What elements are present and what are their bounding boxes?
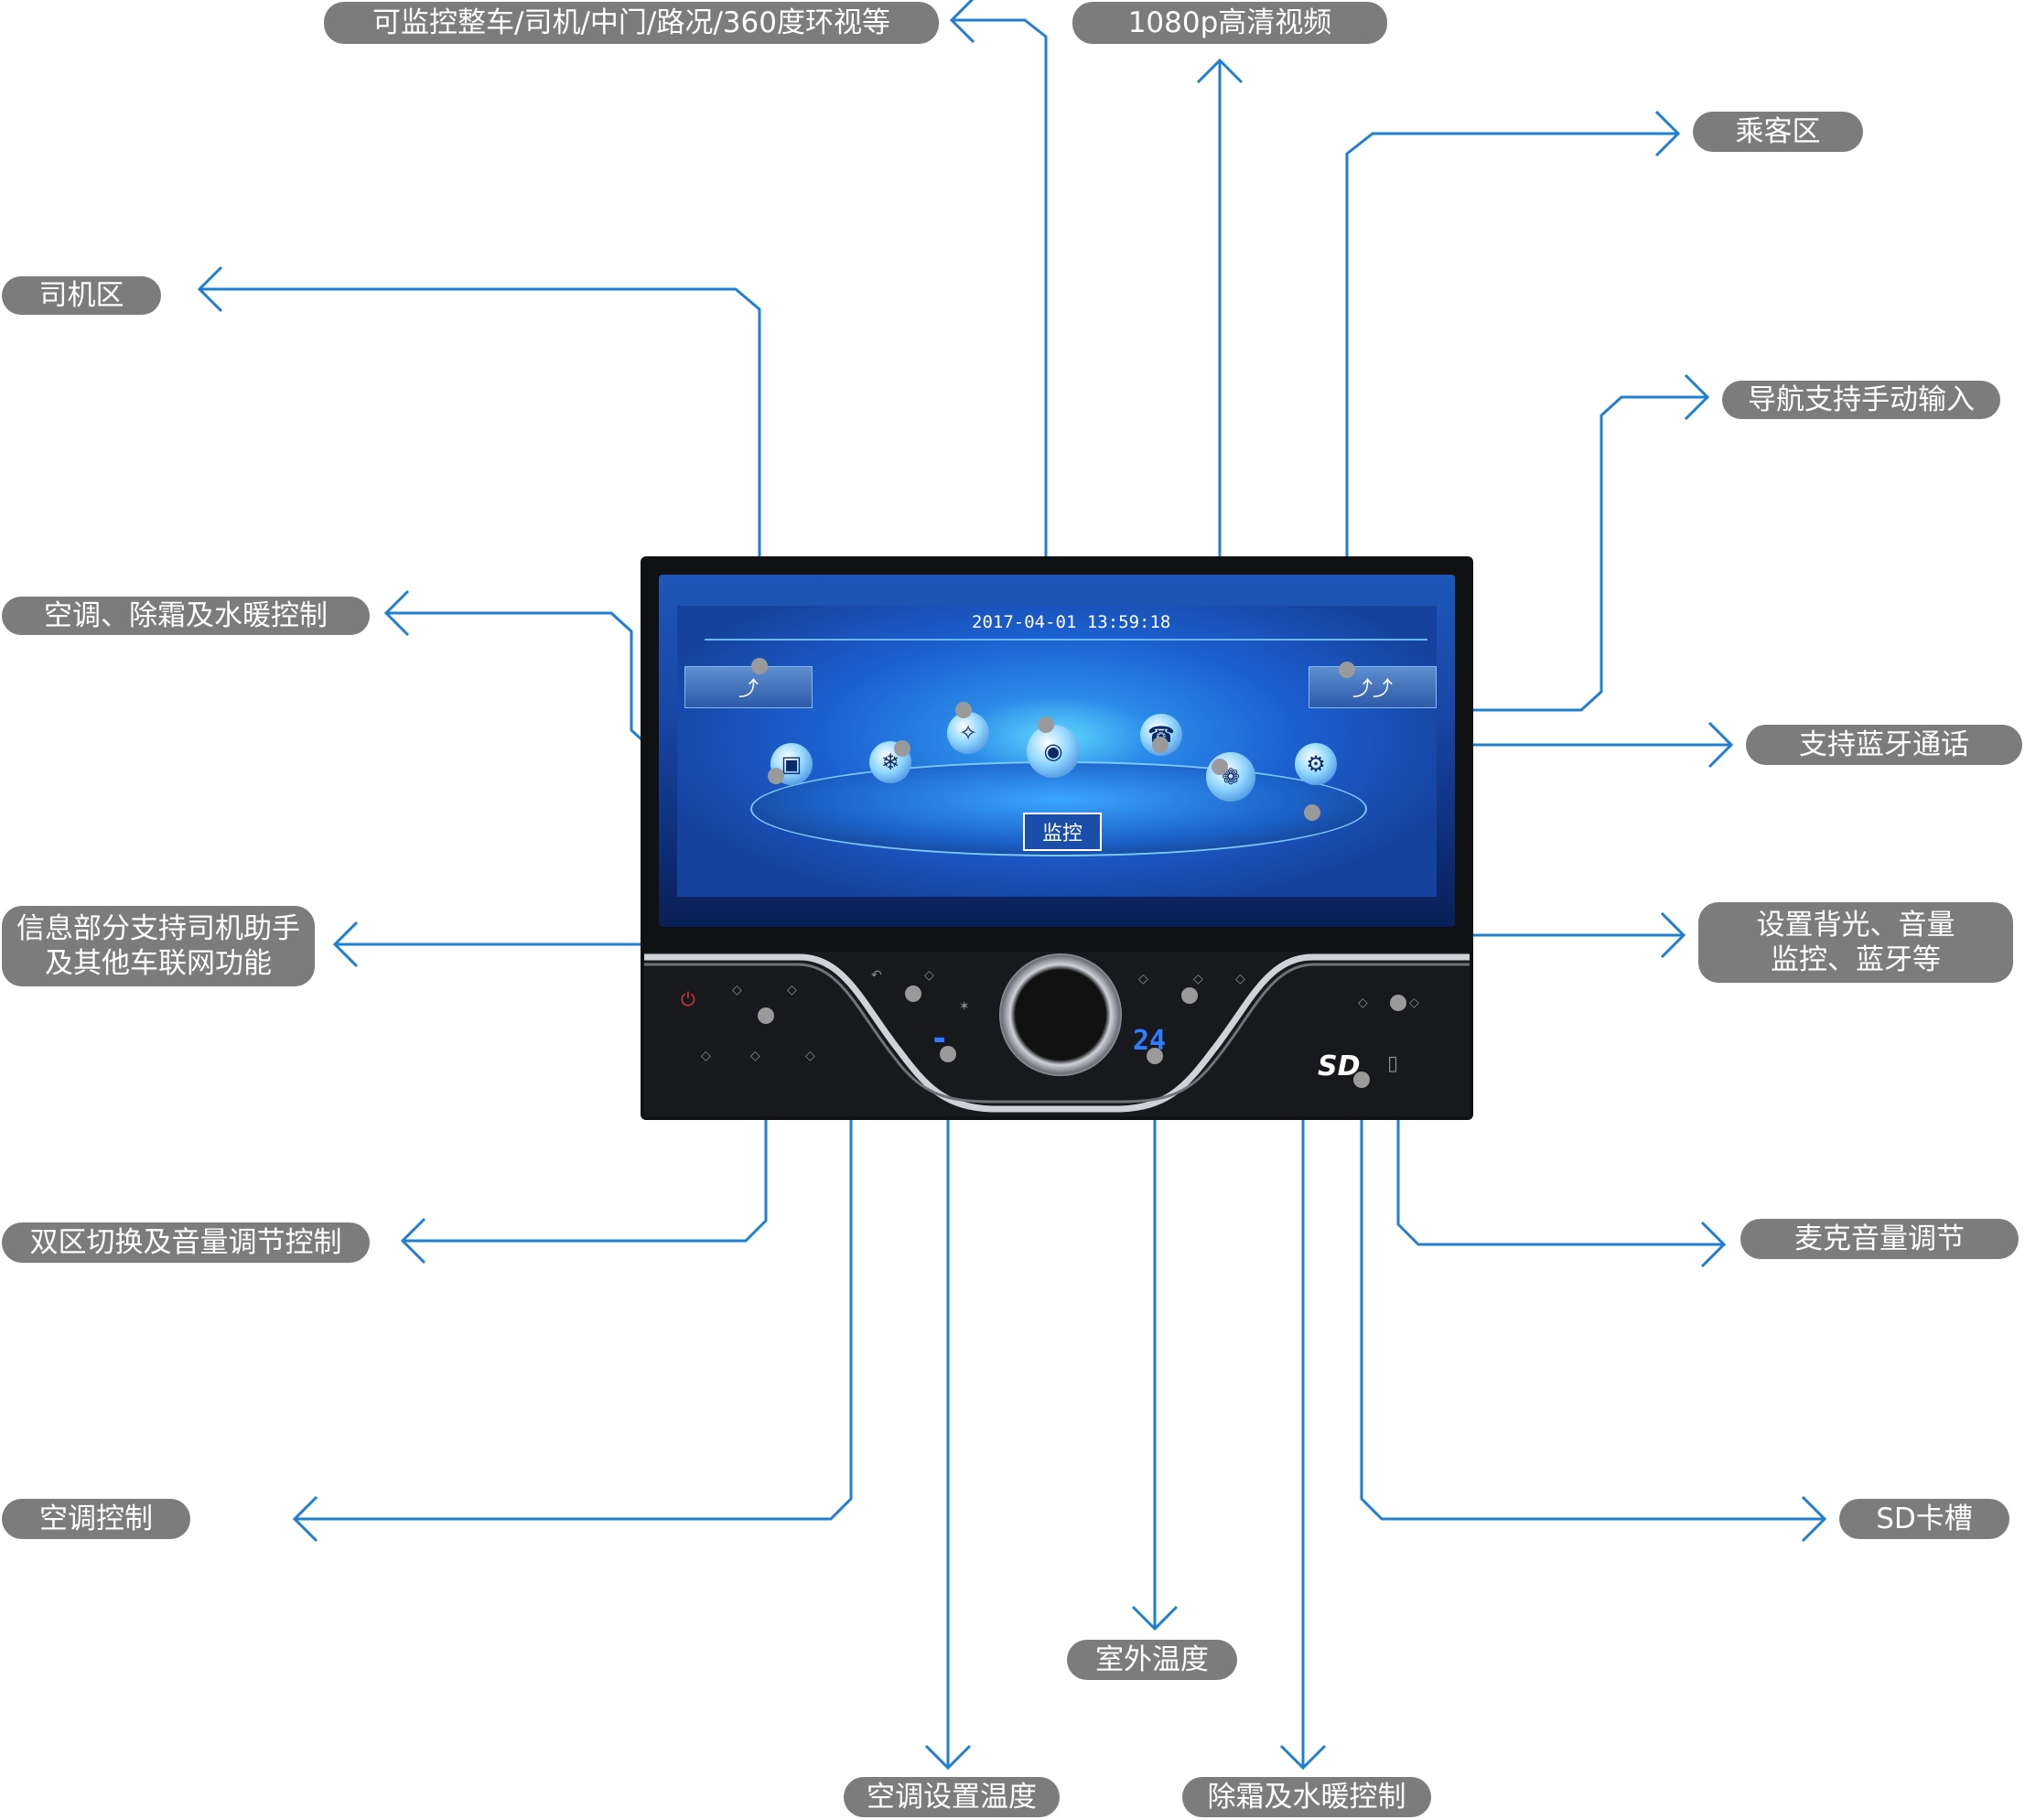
callout-ac-control: 空调控制 <box>2 1499 190 1539</box>
passenger-zone-button[interactable]: ⤴⤴ <box>1309 666 1437 708</box>
screen-datetime: 2017-04-01 13:59:18 <box>972 612 1171 632</box>
ac-key-2[interactable]: ◇ <box>750 1049 760 1063</box>
status-bar-line <box>705 639 1427 641</box>
callout-defrost-heater: 除霜及水暖控制 <box>1182 1777 1431 1817</box>
anchor-dot-ac-control <box>905 985 921 1002</box>
anchor-dot-ac-defrost-heater <box>894 740 910 757</box>
callout-bluetooth-call: 支持蓝牙通话 <box>1746 725 2022 765</box>
volume-key[interactable]: ◇ <box>787 983 797 997</box>
camera-icon[interactable]: ◉ <box>1027 725 1080 778</box>
arrowhead-settings <box>1660 911 1686 959</box>
sd-card-icon: SD <box>1318 1050 1361 1082</box>
ac-key-3[interactable]: ◇ <box>805 1049 815 1063</box>
back-icon[interactable]: ↶ <box>871 968 882 983</box>
anchor-dot-passenger-zone <box>1339 662 1355 678</box>
anchor-dot-bluetooth-call <box>1152 737 1169 753</box>
anchor-dot-mic-volume <box>1390 995 1406 1011</box>
ac-on-key[interactable]: ◇ <box>1138 972 1148 986</box>
ac-mode-key[interactable]: ◇ <box>924 968 934 983</box>
connector-sd-slot <box>1360 1080 1825 1521</box>
callout-driver-zone: 司机区 <box>2 276 161 315</box>
passenger-seats-icon: ⤴⤴ <box>1352 678 1393 701</box>
monitor-button[interactable]: 监控 <box>1023 813 1102 851</box>
anchor-dot-monitor-all <box>1038 716 1054 733</box>
zone-switch-key[interactable]: ◇ <box>732 983 742 997</box>
callout-nav-manual: 导航支持手动输入 <box>1722 381 2000 419</box>
callout-settings: 设置背光、音量 监控、蓝牙等 <box>1698 902 2013 983</box>
anchor-dot-ac-set-temp <box>940 1046 956 1062</box>
callout-info: 信息部分支持司机助手 及其他车联网功能 <box>2 906 315 986</box>
connector-driver-zone <box>199 287 761 666</box>
callout-settings-line1: 设置背光、音量 <box>1756 909 1955 942</box>
callout-ac-defrost-heater: 空调、除霜及水暖控制 <box>2 597 370 635</box>
heater-key[interactable]: ◇ <box>1235 972 1245 986</box>
driver-zone-button[interactable]: ⤴ <box>684 666 813 708</box>
mic-volume-down-key[interactable]: ◇ <box>1358 996 1368 1010</box>
callout-outside-temp: 室外温度 <box>1067 1640 1237 1680</box>
callout-monitor-all: 可监控整车/司机/中门/路况/360度环视等 <box>324 2 939 44</box>
callout-settings-line2: 监控、蓝牙等 <box>1771 943 1941 976</box>
arrowhead-info <box>332 921 359 968</box>
mic-volume-up-key[interactable]: ◇ <box>1409 996 1419 1010</box>
anchor-dot-outside-temp <box>1147 1048 1163 1064</box>
arrowhead-ac-defrost-heater <box>383 589 410 637</box>
callout-passenger-zone: 乘客区 <box>1693 112 1863 152</box>
arrowhead-monitor-all <box>949 0 975 44</box>
arrowhead-ac-control <box>292 1495 318 1543</box>
anchor-dot-settings <box>1304 804 1320 821</box>
anchor-dot-driver-zone <box>751 658 768 674</box>
anchor-dot-defrost-heater <box>1181 987 1198 1004</box>
callout-sd-slot: SD卡槽 <box>1839 1499 2009 1539</box>
callout-info-line2: 及其他车联网功能 <box>45 947 272 980</box>
driver-seat-icon: ⤴ <box>738 678 759 701</box>
arrowhead-bluetooth-call <box>1707 721 1734 769</box>
volume-knob[interactable] <box>999 953 1122 1076</box>
arrowhead-ac-set-temp <box>924 1744 972 1771</box>
anchor-dot-sd-slot <box>1353 1072 1370 1088</box>
anchor-dot-nav-manual <box>955 702 972 718</box>
ac-key-1[interactable]: ◇ <box>701 1049 711 1063</box>
chrome-trim <box>644 953 1470 1113</box>
arrowhead-driver-zone <box>197 265 223 313</box>
sd-slot[interactable]: ▯ <box>1387 1052 1399 1075</box>
arrowhead-passenger-zone <box>1654 110 1681 157</box>
callout-dual-zone-volume: 双区切换及音量调节控制 <box>2 1222 370 1263</box>
anchor-dot-info <box>768 768 784 784</box>
arrowhead-outside-temp <box>1131 1605 1179 1632</box>
arrowhead-sd-slot <box>1801 1495 1827 1543</box>
callout-info-line1: 信息部分支持司机助手 <box>16 912 300 945</box>
arrowhead-dual-zone-volume <box>400 1217 426 1265</box>
arrowhead-hd-video <box>1196 58 1244 84</box>
callout-hd-video: 1080p高清视频 <box>1072 2 1387 44</box>
anchor-dot-hd-video <box>1212 759 1228 775</box>
fan-key[interactable]: ✶ <box>959 999 970 1014</box>
connector-nav-manual <box>964 395 1707 712</box>
set-temp-readout: ▬ <box>933 1032 946 1047</box>
arrowhead-defrost-heater <box>1279 1744 1327 1771</box>
arrowhead-nav-manual <box>1684 373 1710 421</box>
arrowhead-mic-volume <box>1700 1221 1727 1268</box>
defrost-key[interactable]: ◇ <box>1193 972 1203 986</box>
gear-icon[interactable]: ⚙ <box>1295 743 1337 785</box>
callout-ac-set-temp: 空调设置温度 <box>844 1777 1060 1817</box>
compass-icon[interactable]: ✧ <box>947 712 989 754</box>
power-icon[interactable]: ⏻ <box>681 988 695 1010</box>
connector-passenger-zone <box>1345 132 1678 670</box>
callout-mic-volume: 麦克音量调节 <box>1740 1219 2019 1259</box>
media-reel-icon[interactable]: ❁ <box>1206 752 1255 802</box>
anchor-dot-dual-zone-volume <box>758 1007 774 1024</box>
connector-monitor-all <box>952 18 1048 725</box>
